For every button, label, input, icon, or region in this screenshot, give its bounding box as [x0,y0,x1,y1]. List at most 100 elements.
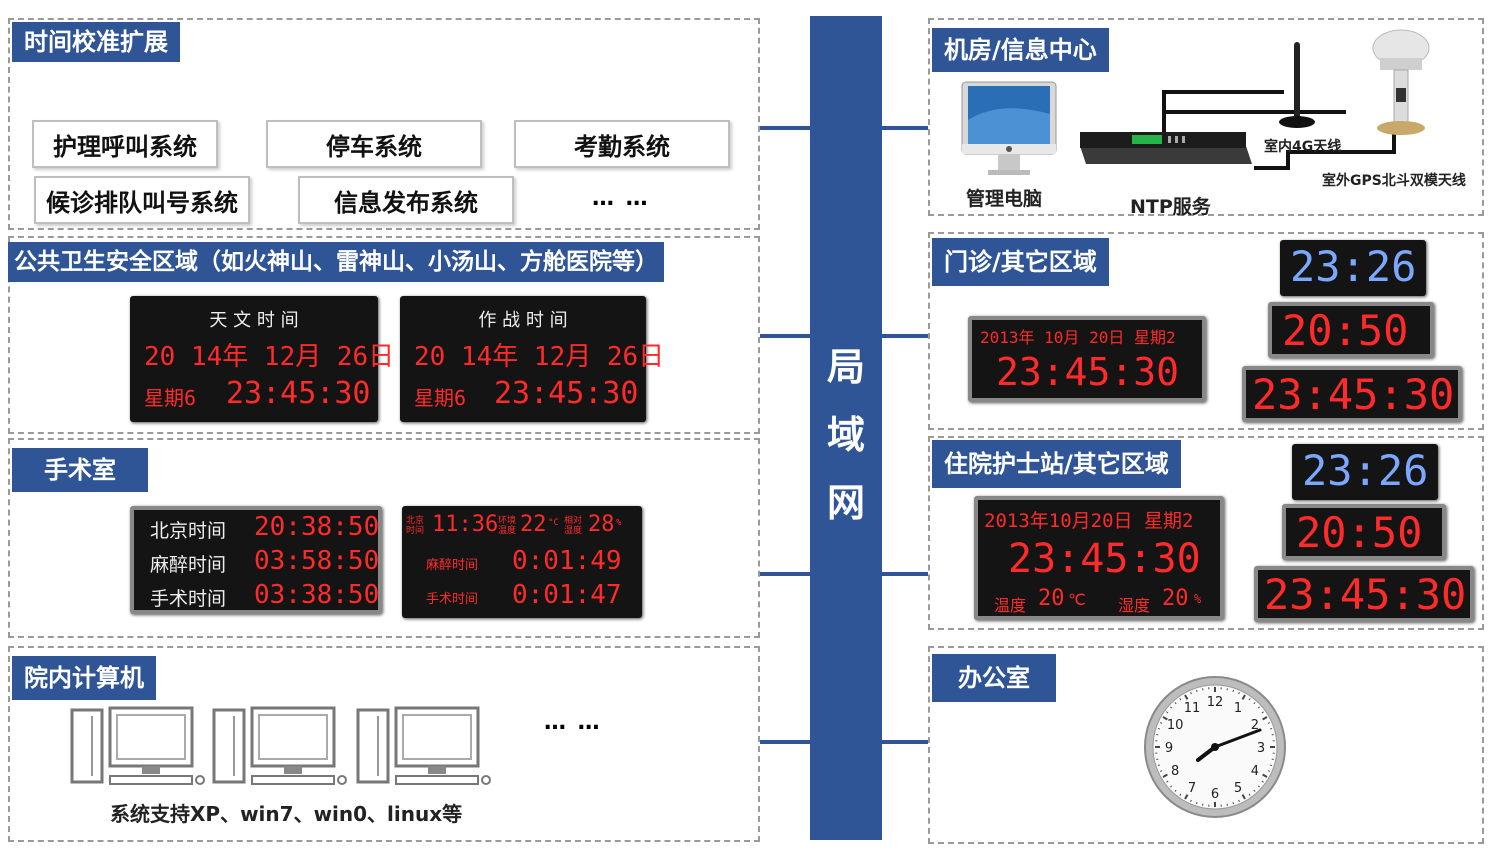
row-label: 手术时间 [150,588,227,610]
clock-tick [1174,789,1177,792]
clock-number: 1 [1234,701,1242,716]
clock-tick [1166,780,1169,783]
computer-icon [212,706,347,785]
clock-number: 4 [1251,764,1259,779]
surgery-clock-1: 北京时间 20:38:50 麻醉时间 03:58:50 手术时间 03:38:5… [130,506,382,614]
clock-tick [1157,764,1160,767]
panel-title: 办公室 [932,654,1056,702]
clock-time: 23:45:30 [1252,370,1455,419]
temp-value: 22 [520,512,547,537]
hum-value: 20 [1162,586,1189,611]
clock-tick [1190,691,1192,695]
clock-tick [1267,722,1271,724]
panel-inpatient: 住院护士站/其它区域 2013年10月20日 星期2 23:45:30 温度 2… [928,436,1484,630]
connector-public-health [760,334,810,338]
antenna-cable-icon [1162,90,1396,170]
clock-time: 23:45:30 [494,376,639,411]
lan-char-3: 网 [826,481,865,525]
clock-time: 23:45:30 [226,376,371,411]
temp-label: 温度 [994,596,1027,615]
clock-tick [1159,770,1163,772]
clock-tick [1157,727,1160,730]
clock-tick [1195,689,1198,692]
red-small-clock: 20:50 [1282,504,1446,560]
panel-title: 时间校准扩展 [12,22,180,62]
clock-tick [1232,802,1235,805]
clock-number: 11 [1184,701,1201,716]
connector-office [882,740,930,744]
hum-value: 28 [588,512,615,537]
clock-number: 5 [1234,781,1242,796]
clock-tick [1238,799,1240,803]
imac-computer-icon [961,81,1057,175]
clock-tick [1232,689,1235,692]
panel-title: 手术室 [12,448,148,492]
connector-outpatient [882,334,930,338]
os-support-caption: 系统支持XP、win7、win0、linux等 [110,802,463,826]
connector-time-ext [760,126,810,130]
hum-label: 湿度 [1118,596,1151,615]
panel-title: 门诊/其它区域 [932,238,1109,286]
row-label: 北京时间 [150,520,227,542]
temp-unit: °C [548,518,559,528]
clock-time: 20:50 [1296,508,1423,557]
panel-title: 院内计算机 [12,656,156,700]
temp-unit: ℃ [1068,590,1086,609]
clock-tick [1159,722,1163,724]
temp-value: 20 [1038,586,1065,611]
env-label: 环境 温度 [498,516,517,536]
clock-number: 6 [1211,787,1219,802]
outpatient-date-clock: 2013年 10月 20日 星期2 23:45:30 [968,316,1206,402]
4g-antenna-label: 室内4G天线 [1264,139,1342,155]
row-time: 03:38:50 [254,580,380,610]
clock-tick [1262,716,1268,721]
clock-tick [1241,694,1246,700]
system-info-publish: 信息发布系统 [298,176,514,224]
clock-tick [1257,785,1260,788]
system-queue: 候诊排队叫号系统 [34,176,250,224]
row-time: 20:38:50 [254,512,380,542]
pc-label: 管理电脑 [966,188,1043,210]
clock-weekday: 星期6 [144,386,197,410]
clock-number: 2 [1251,718,1259,733]
astronomical-clock: 天 文 时 间 20 14年 12月 26日 星期6 23:45:30 [130,296,394,422]
row-time: 03:58:50 [254,546,380,576]
panel-title: 住院护士站/其它区域 [932,440,1181,488]
row2-time: 0:01:49 [512,546,622,576]
row3-label: 手术时间 [426,592,479,607]
clock-tick [1170,706,1173,709]
panel-computers: 院内计算机 … … 系统支持XP、win7、win0、linux等 [8,646,760,842]
ntp-server-icon [1080,110,1346,164]
clock-date: 2013年10月20日 星期2 [984,510,1194,532]
panel-surgery: 手术室 北京时间 20:38:50 麻醉时间 03:58:50 手术时间 03:… [8,438,760,638]
more-computers-ellipsis: … … [544,710,602,735]
system-attendance: 考勤系统 [514,120,730,168]
computer-icon [70,706,205,785]
surgery-clock-2: 北京 时间 11:36 环境 温度 22 °C 相对 湿度 28 % 麻醉时间 … [402,506,642,618]
red-big-clock: 23:45:30 [1242,366,1462,422]
clock-tick [1238,691,1240,695]
inpatient-env-clock: 2013年10月20日 星期2 23:45:30 温度 20 ℃ 湿度 20 % [974,496,1224,620]
panel-public-health: 公共卫生安全区域（如火神山、雷神山、小汤山、方舱医院等） 天 文 时 间 20 … [8,236,760,434]
clock-tick [1190,799,1192,803]
clock-tick [1184,794,1189,800]
lan-char-2: 域 [826,413,865,457]
connector-server-room [882,126,930,130]
clock-tick [1174,702,1177,705]
clock-number: 12 [1207,695,1224,710]
panel-title: 机房/信息中心 [932,28,1109,72]
clock-time: 23:45:30 [996,350,1180,394]
lan-char-1: 局 [826,345,865,389]
row2-label: 麻醉时间 [426,558,479,573]
hum-label: 相对 湿度 [564,516,583,536]
computer-icon [356,706,491,785]
minute-hand [1213,728,1262,749]
clock-tick [1270,727,1273,730]
lan-bus: 局 域 网 [810,16,882,840]
clock-tick [1241,794,1246,800]
hum-unit: % [616,518,622,528]
clock-tick [1248,698,1251,701]
clock-tick [1270,764,1273,767]
row3-time: 0:01:47 [512,580,622,610]
